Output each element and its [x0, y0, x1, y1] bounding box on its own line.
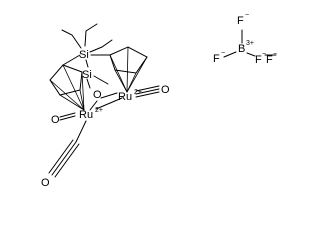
co-right-bond-2	[135, 88, 160, 95]
si-si-bond	[85, 59, 89, 68]
co-bottom-stem	[75, 120, 87, 143]
cp-ring-right	[109, 46, 148, 93]
atom-o-carbonyl-left: O	[51, 114, 60, 126]
atom-o-carbonyl-bottom: O	[41, 177, 50, 189]
carbonyl-bottom	[48, 120, 87, 178]
co-bottom-bond-2	[54, 143, 80, 178]
co-left-bond-2	[59, 115, 76, 121]
ethyl-bond-3	[89, 39, 113, 53]
atom-si-top: Si	[79, 49, 89, 61]
o-ru-left-bond	[89, 100, 98, 111]
carbonyl-right	[135, 85, 160, 98]
b-f-right-bond	[246, 52, 256, 57]
cp-right-hapto-4	[126, 72, 137, 93]
cp-left-hapto-4	[59, 94, 85, 111]
cp-left-hapto-1	[62, 64, 85, 111]
atom-f-right: F	[255, 54, 262, 66]
ethyl-bond-1	[61, 29, 82, 49]
charge-f-far-right: −	[273, 51, 277, 58]
chemical-structure: Si Si O Ru 2+ Ru 2+ O O O F − B 3+ F − F…	[41, 12, 277, 189]
cp-left-hapto-3	[79, 89, 85, 111]
atom-o-carbonyl-right: O	[161, 84, 170, 96]
co-right-bond-3	[135, 91, 160, 98]
si-o-bond	[86, 78, 91, 89]
diruthenium-complex: Si Si O Ru 2+ Ru 2+ O O O	[41, 23, 170, 189]
tetrafluoroborate-anion: F − B 3+ F − F − F −	[213, 12, 277, 66]
co-left-bond-1	[59, 112, 76, 118]
co-bottom-bond-3	[48, 139, 74, 174]
atom-f-left: F	[213, 53, 220, 65]
cp-left-hapto-5	[49, 79, 85, 111]
charge-f-top: −	[245, 12, 249, 19]
atom-ru-right: Ru	[118, 91, 132, 103]
b-f-left-bond	[223, 51, 237, 58]
cp-right-hapto-1	[109, 54, 128, 93]
carbonyl-left	[59, 112, 76, 121]
cp-left-outline	[49, 64, 83, 96]
ru-ru-bond	[95, 97, 123, 110]
cp-ring-left	[49, 64, 85, 111]
charge-ru-left: 2+	[95, 107, 103, 114]
structure-canvas: Si Si O Ru 2+ Ru 2+ O O O F − B 3+ F − F…	[41, 12, 278, 189]
atom-boron: B	[238, 43, 245, 55]
cp-left-hapto-2	[81, 71, 85, 111]
charge-f-right: −	[262, 51, 266, 58]
atom-f-top: F	[237, 15, 244, 27]
cp-right-hapto-5	[114, 69, 128, 93]
cp-right-outline	[109, 46, 148, 74]
charge-f-left: −	[221, 50, 225, 57]
cp-right-hapto-2	[126, 46, 129, 93]
charge-ru-right: 2+	[134, 89, 142, 96]
co-bottom-bond-1	[51, 141, 77, 176]
atom-o-bridge: O	[93, 89, 102, 101]
charge-boron: 3+	[246, 40, 254, 47]
o-ru-right-bond	[100, 92, 118, 99]
cp-right-hapto-3	[126, 56, 148, 93]
co-right-bond-1	[135, 85, 160, 92]
si-cp-left-bond	[62, 54, 81, 66]
atom-ru-left: Ru	[79, 109, 93, 121]
atom-f-far-right: F	[266, 54, 273, 66]
atom-si-lower: Si	[82, 69, 92, 81]
si-branch-bond	[93, 75, 109, 85]
ethyl-bond-2	[84, 23, 98, 47]
ethyl-groups	[61, 23, 113, 53]
